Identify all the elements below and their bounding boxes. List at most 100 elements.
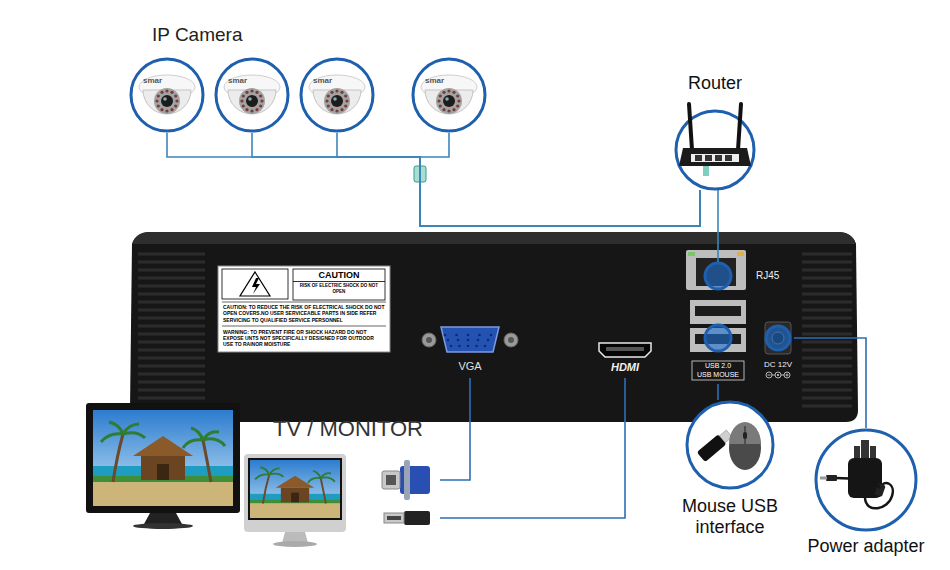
power-adapter-shape-part: [826, 475, 837, 481]
hdmi-port-shape-part: [606, 347, 644, 351]
ip-camera-shape-part: [245, 108, 248, 111]
nvr-housing-part-part: [802, 301, 852, 304]
ip-camera-shape-part: [239, 88, 265, 114]
ip-camera-shape-part: [250, 109, 253, 112]
nvr-housing-part-part: [138, 397, 205, 400]
tv-screen-part: [93, 410, 233, 506]
ip-camera-shape-part: [442, 108, 445, 111]
vga-port-shape-part: [467, 339, 470, 342]
usb-ports-part: [690, 300, 746, 324]
router-shape-part: [689, 104, 692, 150]
dc-port-shape-part: [777, 374, 779, 376]
caution-label-shape-part: [293, 281, 385, 282]
nvr-housing-part-part: [802, 269, 852, 272]
nvr-housing-part-part: [802, 341, 852, 344]
ip-camera-shape-part: [335, 89, 338, 92]
ip-camera-shape: [299, 57, 375, 133]
caution-label-shape-part: [222, 302, 386, 303]
ip-camera-shape-part: [335, 109, 338, 112]
nvr-housing-part-part: [138, 357, 205, 360]
nvr-housing-part-part: [138, 381, 205, 384]
tv-screen-part: [86, 403, 240, 513]
monitor-screen-part: [250, 460, 340, 518]
ip-camera-shape-part: [175, 99, 178, 102]
vga-port-shape-part: [484, 345, 487, 348]
cable-connector: [337, 133, 700, 226]
mouse-usb-shape: [685, 400, 775, 490]
ip-camera-shape-part: [447, 89, 450, 92]
nvr-housing-part-part: [802, 365, 852, 368]
ip-camera-shape-part: [242, 94, 245, 97]
rj45-port-part: [686, 250, 746, 290]
ip-camera-shape-part: [155, 99, 158, 102]
usb-port-text: USB MOUSE: [688, 371, 748, 379]
router-shape-part: [725, 155, 732, 161]
caution-label-shape-part: [222, 326, 386, 327]
cable-connector: [167, 133, 700, 226]
nvr-housing-part-part: [802, 317, 852, 320]
ip-camera-shape-part: [161, 95, 173, 107]
mouse-usb-shape-part: [697, 428, 734, 462]
ip-camera-shape-part: [170, 108, 173, 111]
vga-port-shape-part: [467, 345, 470, 348]
ip-camera-shape-part: [240, 99, 243, 102]
nvr-housing-part-part: [138, 389, 205, 392]
ip-camera-shape-part: [154, 88, 180, 114]
power-adapter-shape-part: [854, 446, 860, 459]
ip-camera-label: smar: [228, 76, 260, 85]
ip-camera-shape-part: [170, 91, 173, 94]
ip-camera-shape-part: [456, 94, 459, 97]
router-shape-part: [679, 148, 751, 166]
ip-camera-shape-part: [456, 104, 459, 107]
ip-camera-shape-part: [330, 108, 333, 111]
nvr-housing-part-part: [138, 293, 205, 296]
nvr-housing-part-part: [138, 341, 205, 344]
ip-camera-shape: [411, 57, 487, 133]
usb-port-label: USB 2.0: [688, 362, 748, 370]
vga-screws-part: [422, 333, 436, 347]
vga-port-shape-part: [458, 345, 461, 348]
ip-camera-shape-part: [246, 95, 258, 107]
router-shape-part: [738, 104, 741, 150]
power-adapter-shape-part: [870, 446, 876, 459]
ip-camera: smar: [214, 57, 290, 133]
nvr-housing-part-part: [802, 277, 852, 280]
hdmi-plug-part: [387, 516, 401, 520]
mouse-usb-shape-part: [743, 432, 747, 439]
ip-camera-shape-part: [439, 94, 442, 97]
vga-port-shape-part: [487, 339, 490, 342]
monitor-screen-part: [244, 454, 346, 532]
cable-connector: [420, 133, 700, 226]
vga-screws-part: [426, 337, 432, 343]
cable-connector: [440, 378, 470, 480]
nvr-housing-part-part: [802, 325, 852, 328]
ip-camera-shape-part: [327, 94, 330, 97]
rj45-port: [686, 250, 746, 290]
vga-port-shape-part: [478, 334, 481, 337]
vga-port-shape-part: [444, 334, 447, 337]
hdmi-plug-part: [384, 513, 404, 523]
nvr-housing-part-part: [802, 381, 852, 384]
router-shape-part: [676, 111, 754, 189]
nvr-housing-part-part: [802, 373, 852, 376]
nvr-housing-part-part: [138, 309, 205, 312]
ip-camera-shape-part: [345, 99, 348, 102]
tv-screen-part: [144, 513, 182, 524]
nvr-housing-part-part: [138, 277, 205, 280]
ip-camera-label: smar: [143, 76, 175, 85]
ip-camera-shape-part: [442, 91, 445, 94]
power-adapter-shape-part: [820, 477, 827, 480]
mouse-usb: Mouse USB interface: [685, 400, 775, 490]
ip-camera-shape-part: [340, 91, 343, 94]
nvr-housing-part-part: [802, 261, 852, 264]
ip-camera-shape: [129, 57, 205, 133]
vga-port-shape-part: [455, 334, 458, 337]
mouse-usb-label: Mouse USB interface: [660, 496, 800, 537]
vga-port-shape-part: [450, 345, 453, 348]
router-shape: [675, 110, 755, 190]
caution-label-text: RISK OF ELECTRIC SHOCK DO NOT OPEN: [294, 283, 384, 294]
vga-plug-part: [404, 460, 410, 500]
power-adapter-shape-part: [836, 478, 880, 488]
vga-port-shape-part: [477, 339, 480, 342]
ip-camera-shape-part: [331, 95, 343, 107]
